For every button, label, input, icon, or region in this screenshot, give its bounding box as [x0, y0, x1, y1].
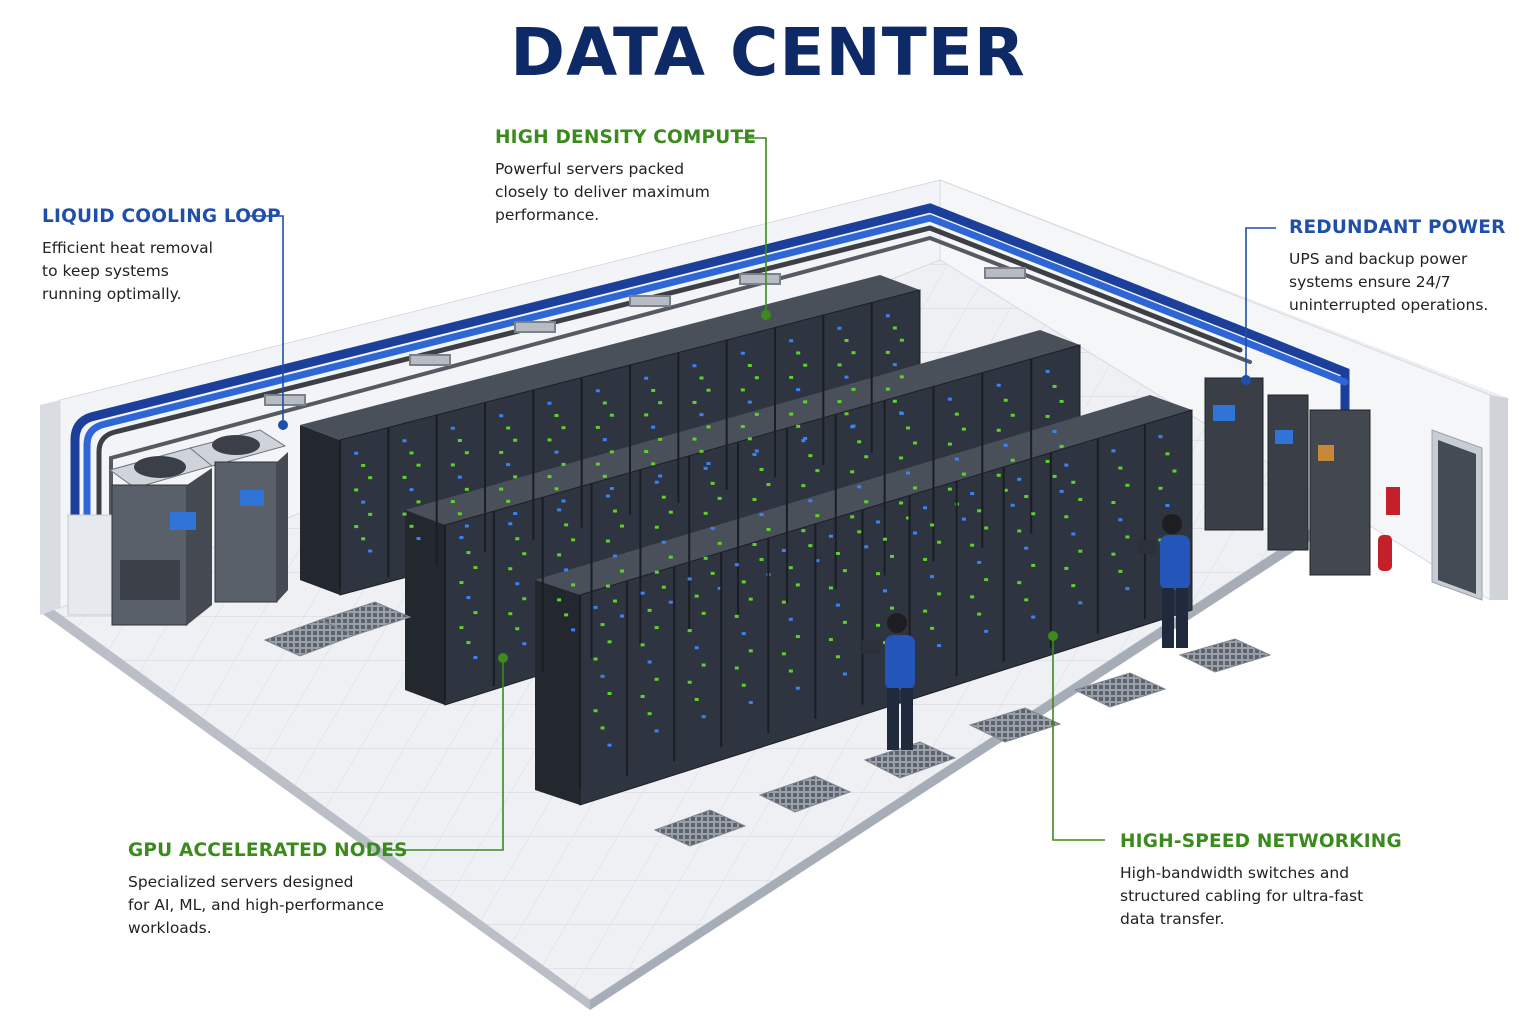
callout-gpu-nodes: GPU ACCELERATED NODES Specialized server… — [128, 840, 408, 940]
rack-leds — [339, 302, 1177, 790]
server-row-front — [535, 395, 1193, 806]
fire-extinguisher-icon — [1378, 487, 1400, 571]
callout-text: Efficient heat removal to keep systems r… — [42, 239, 213, 303]
leader-net — [1052, 636, 1105, 841]
technician-1 — [862, 613, 915, 750]
technician-2 — [1138, 514, 1190, 648]
callout-text: Specialized servers designed for AI, ML,… — [128, 873, 384, 937]
floor-vents — [263, 601, 1272, 847]
cooling-pipes — [67, 203, 1350, 616]
cooling-units — [108, 429, 288, 626]
callout-heading: LIQUID COOLING LOOP — [42, 206, 281, 227]
callout-text: Powerful servers packed closely to deliv… — [495, 160, 710, 224]
callout-text: UPS and backup power systems ensure 24/7… — [1289, 250, 1489, 314]
leader-power — [1245, 227, 1276, 380]
callout-heading: GPU ACCELERATED NODES — [128, 840, 408, 861]
cable-tray — [264, 267, 1026, 406]
ups-cabinets — [1204, 377, 1371, 576]
door — [1431, 429, 1483, 601]
callout-networking: HIGH-SPEED NETWORKING High-bandwidth swi… — [1120, 831, 1402, 931]
leader-dense — [735, 137, 767, 315]
cooling-unit-2 — [188, 429, 288, 603]
page-title: DATA CENTER — [510, 14, 1026, 91]
cooling-unit-1 — [108, 447, 217, 626]
leader-lines — [250, 137, 1276, 851]
callout-heading: HIGH-SPEED NETWORKING — [1120, 831, 1402, 852]
leader-gpu — [385, 658, 504, 851]
callout-redundant-power: REDUNDANT POWER UPS and backup power sys… — [1289, 217, 1506, 317]
callout-text: High-bandwidth switches and structured c… — [1120, 864, 1364, 928]
callout-heading: HIGH DENSITY COMPUTE — [495, 127, 757, 148]
callout-liquid-cooling: LIQUID COOLING LOOP Efficient heat remov… — [42, 206, 281, 306]
leader-cooling — [250, 215, 284, 425]
callout-heading: REDUNDANT POWER — [1289, 217, 1506, 238]
callout-high-density: HIGH DENSITY COMPUTE Powerful servers pa… — [495, 127, 756, 227]
